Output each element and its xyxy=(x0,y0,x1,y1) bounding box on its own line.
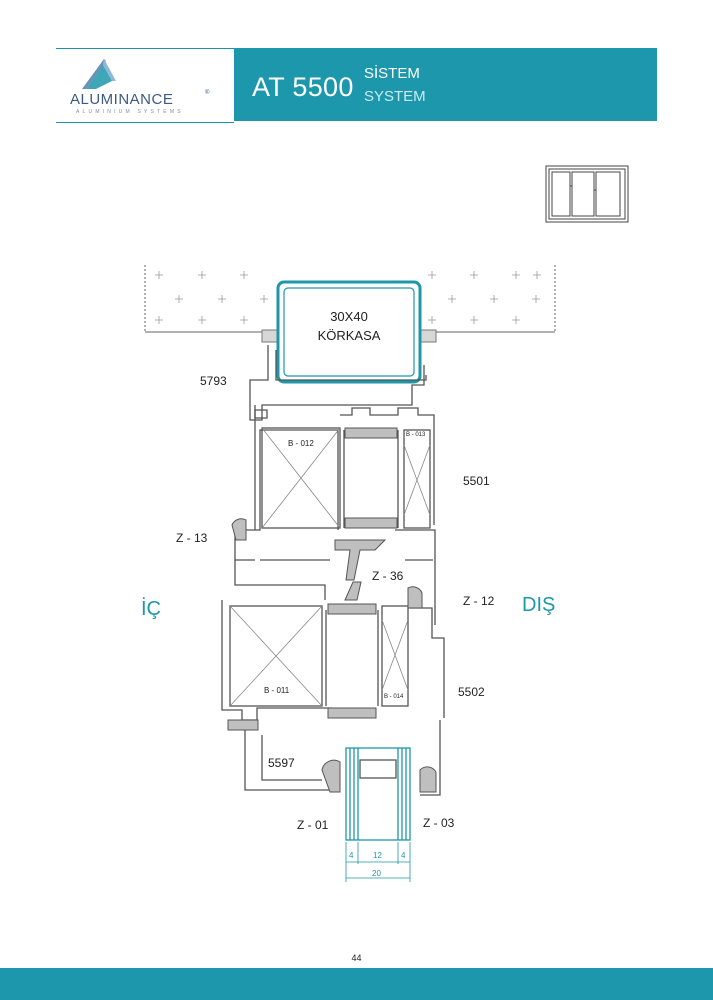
profile-5502-label: 5502 xyxy=(458,685,485,699)
brand-registered-mark: ® xyxy=(205,90,210,96)
block-b013-label: B - 013 xyxy=(406,432,426,438)
dim-right-gap: 4 xyxy=(401,851,406,860)
profile-z36-label: Z - 36 xyxy=(372,569,404,583)
dim-left-gap: 4 xyxy=(349,851,354,860)
profile-z12-label: Z - 12 xyxy=(463,594,495,608)
page-title: AT 5500 xyxy=(252,72,354,102)
wall-section xyxy=(144,265,556,343)
dim-glass: 12 xyxy=(373,851,382,860)
block-b014-label: B - 014 xyxy=(384,694,404,700)
profile-5597-label: 5597 xyxy=(268,756,295,770)
glass-pane xyxy=(345,747,411,841)
brand-tagline: ALUMINIUM SYSTEMS xyxy=(76,109,184,115)
profile-z03-label: Z - 03 xyxy=(423,816,455,830)
profile-z13-label: Z - 13 xyxy=(176,531,208,545)
page-subtitle-en: SYSTEM xyxy=(364,88,426,105)
window-thumbnail-icon xyxy=(545,165,629,223)
outside-label: DIŞ xyxy=(522,594,556,616)
insert-label-size: 30X40 xyxy=(330,309,368,324)
block-b012-label: B - 012 xyxy=(288,439,314,448)
block-b011-label: B - 011 xyxy=(264,686,290,695)
insert-label-name: KÖRKASA xyxy=(317,328,381,343)
footer-band xyxy=(0,968,713,1000)
logo-triangle-icon xyxy=(82,59,116,89)
korkasa-insert xyxy=(276,280,422,384)
glazing-gaskets xyxy=(227,427,437,793)
dimension-lines xyxy=(345,842,411,882)
dim-total: 20 xyxy=(372,869,381,878)
frame-profile-outline xyxy=(221,345,445,796)
page-subtitle-tr: SİSTEM xyxy=(364,65,420,82)
inside-label: İÇ xyxy=(141,598,161,620)
profile-5501-label: 5501 xyxy=(463,474,490,488)
profile-5793-label: 5793 xyxy=(200,374,227,388)
header-band: AT 5500 SİSTEM SYSTEM xyxy=(234,48,657,121)
logo-box: ALUMINANCE ® ALUMINIUM SYSTEMS xyxy=(56,48,234,123)
page-number: 44 xyxy=(351,953,362,963)
profile-z01-label: Z - 01 xyxy=(297,818,329,832)
brand-name: ALUMINANCE xyxy=(70,91,174,108)
